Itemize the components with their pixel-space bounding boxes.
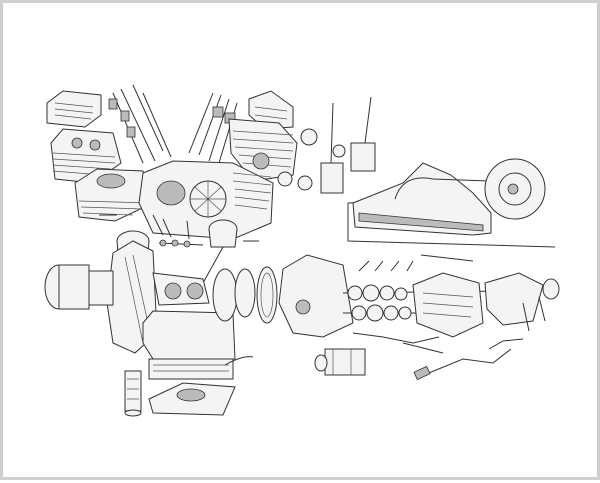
crankcase-top — [138, 160, 274, 240]
front-alternator — [44, 264, 114, 310]
exploded-engine-diagram — [44, 84, 560, 417]
left-cylinder-barrel — [74, 168, 154, 222]
left-valve-cover — [46, 90, 102, 128]
right-cylinder-head — [228, 118, 298, 182]
output-flange — [484, 272, 560, 332]
gearbox-rear-housing — [412, 272, 484, 338]
oil-sump-pan — [148, 382, 236, 416]
oil-filter — [124, 370, 142, 417]
frame-cradle-panel — [347, 158, 556, 248]
carburettors — [277, 96, 376, 194]
bolts — [99, 214, 259, 248]
right-valve-cover — [248, 90, 294, 130]
shift-linkage — [352, 332, 524, 381]
gearbox-gears — [342, 254, 504, 322]
starter-motor — [314, 348, 366, 376]
left-valve-train — [108, 84, 172, 164]
oil-pipe — [224, 356, 254, 366]
crankshaft — [152, 272, 210, 306]
gearbox-housing — [278, 254, 354, 338]
clutch-flywheel — [212, 266, 278, 324]
crankcase-lower — [142, 310, 236, 380]
